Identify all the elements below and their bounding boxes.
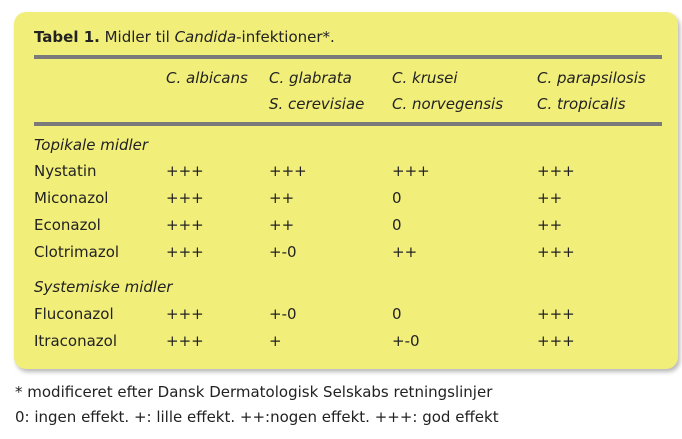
- effect-cell: +++: [166, 189, 204, 207]
- effect-cell: +++: [392, 162, 430, 180]
- table-caption: Tabel 1. Midler til Candida-infektioner*…: [34, 27, 335, 47]
- section-title-topical: Topikale midler: [34, 136, 149, 154]
- effect-cell: +++: [166, 332, 204, 350]
- column-header-3-line-2: C. norvegensis: [392, 95, 504, 113]
- effect-cell: ++: [269, 216, 295, 234]
- effect-cell: ++: [537, 189, 563, 207]
- column-header-4-line-1: C. parapsilosis: [537, 69, 646, 87]
- drug-name: Econazol: [34, 216, 101, 234]
- drug-name: Itraconazol: [34, 332, 118, 350]
- column-header-4: C. parapsilosis C. tropicalis: [537, 65, 646, 117]
- effect-cell: +++: [166, 243, 204, 261]
- effect-cell: +++: [166, 305, 204, 323]
- effect-cell: ++: [269, 189, 295, 207]
- table-row: Econazol +++ ++ 0 ++: [14, 212, 678, 239]
- drug-name: Nystatin: [34, 162, 97, 180]
- table-row: Fluconazol +++ +-0 0 +++: [14, 301, 678, 328]
- effect-cell: +-0: [269, 305, 297, 323]
- caption-label: Tabel 1.: [34, 28, 100, 46]
- effect-cell: +++: [166, 216, 204, 234]
- effect-cell: +: [269, 332, 282, 350]
- table-row: Itraconazol +++ + +-0 +++: [14, 328, 678, 355]
- header-bottom-rule: [34, 122, 662, 126]
- header-top-rule: [34, 55, 662, 59]
- column-header-1-line-1: C. albicans: [166, 69, 248, 87]
- table-row: Miconazol +++ ++ 0 ++: [14, 185, 678, 212]
- section-title-systemic: Systemiske midler: [34, 278, 173, 296]
- effect-cell: 0: [392, 189, 402, 207]
- effect-cell: ++: [537, 216, 563, 234]
- effect-cell: ++: [392, 243, 418, 261]
- column-header-1: C. albicans: [166, 65, 248, 91]
- effect-cell: +++: [269, 162, 307, 180]
- caption-text-pre: Midler til: [99, 28, 175, 46]
- effect-cell: +++: [537, 332, 575, 350]
- drug-name: Clotrimazol: [34, 243, 120, 261]
- footnote-source: * modificeret efter Dansk Dermatologisk …: [15, 383, 493, 401]
- table-panel: Tabel 1. Midler til Candida-infektioner*…: [14, 12, 678, 369]
- effect-cell: 0: [392, 216, 402, 234]
- column-header-3-line-1: C. krusei: [392, 69, 458, 87]
- column-header-2-line-1: C. glabrata: [269, 69, 352, 87]
- table-row: Clotrimazol +++ +-0 ++ +++: [14, 239, 678, 266]
- caption-organism: Candida: [174, 28, 237, 46]
- caption-text-post: -infektioner*.: [236, 28, 335, 46]
- footnote-legend: 0: ingen effekt. +: lille effekt. ++:nog…: [15, 408, 499, 426]
- effect-cell: +++: [166, 162, 204, 180]
- effect-cell: +++: [537, 162, 575, 180]
- column-header-2: C. glabrata S. cerevisiae: [269, 65, 364, 117]
- effect-cell: +++: [537, 243, 575, 261]
- drug-name: Miconazol: [34, 189, 109, 207]
- column-header-3: C. krusei C. norvegensis: [392, 65, 503, 117]
- drug-name: Fluconazol: [34, 305, 114, 323]
- column-header-2-line-2: S. cerevisiae: [269, 95, 365, 113]
- column-header-4-line-2: C. tropicalis: [537, 95, 626, 113]
- table-row: Nystatin +++ +++ +++ +++: [14, 158, 678, 185]
- effect-cell: +-0: [269, 243, 297, 261]
- effect-cell: 0: [392, 305, 402, 323]
- effect-cell: +++: [537, 305, 575, 323]
- effect-cell: +-0: [392, 332, 420, 350]
